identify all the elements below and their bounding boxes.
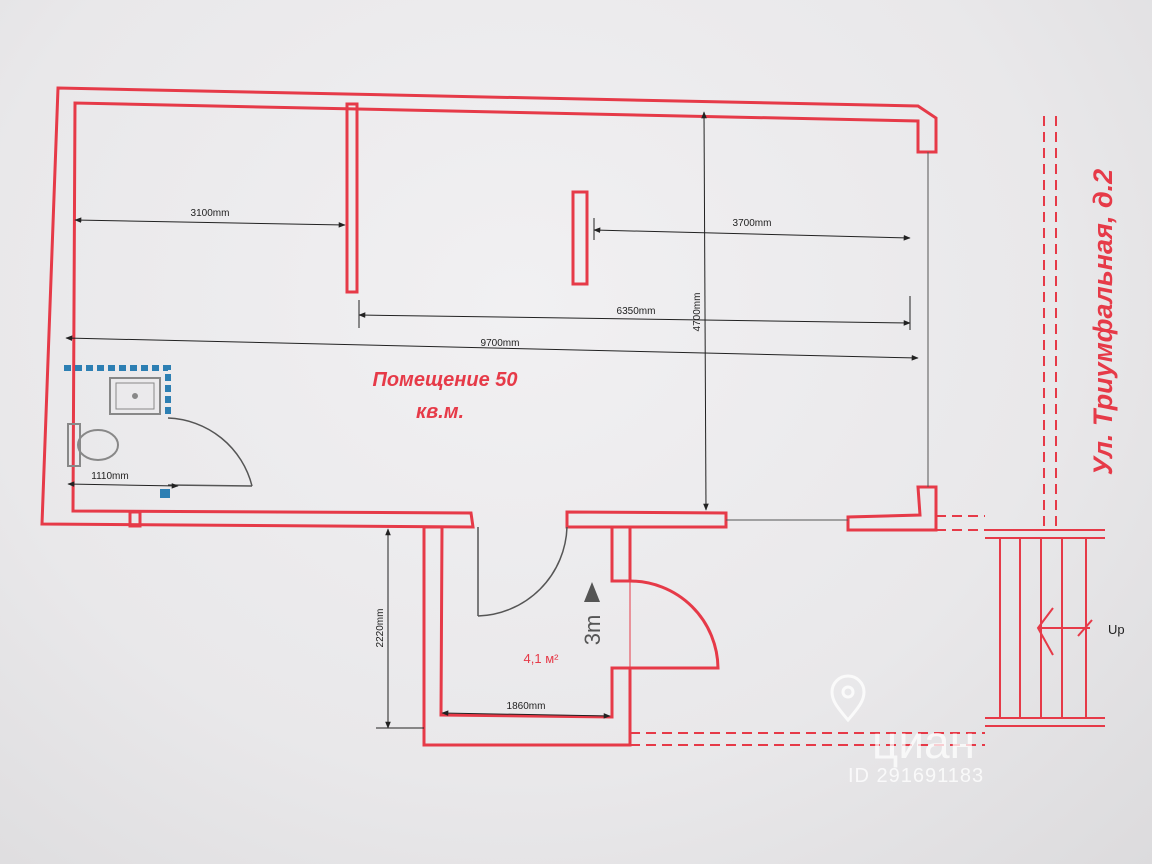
plumbing-wall [64,365,171,498]
partitions [128,102,589,528]
dim-label-1860: 1860mm [507,701,546,712]
watermark-listing-id: ID 291691183 [848,765,984,787]
ceiling-height-label: 3m [580,615,605,646]
entrance-door [477,526,568,617]
north-arrow-icon [584,582,600,602]
room-title-line1: Помещение 50 [372,369,517,391]
location-pin-icon [830,674,866,723]
dim-label-9700: 9700mm [481,338,520,349]
stairs [985,529,1105,727]
shower-tray [109,377,161,415]
vestibule-area-label: 4,1 м² [524,651,560,666]
dim-label-3700: 3700mm [733,218,772,229]
stairs-up-label: Up [1108,622,1125,637]
room-title-line2: кв.м. [416,401,464,423]
bathroom-door [167,417,253,487]
outer-walls [40,86,938,747]
watermark-logo-text: циан [872,716,975,768]
dim-label-4700: 4700mm [692,293,703,332]
dim-label-6350: 6350mm [617,306,656,317]
watermark: циан ID 291691183 [830,674,984,787]
street-label: Ул. Триумфальная, д.2 [1088,169,1118,475]
window-line [726,152,929,521]
dim-label-3100: 3100mm [191,208,230,219]
dimension-lines [65,111,919,729]
toilet [67,423,119,467]
vestibule-door [629,579,720,670]
dim-label-1110: 1110mm [91,471,128,482]
dim-label-2220: 2220mm [375,609,386,648]
dashed-outlines [630,116,1057,746]
